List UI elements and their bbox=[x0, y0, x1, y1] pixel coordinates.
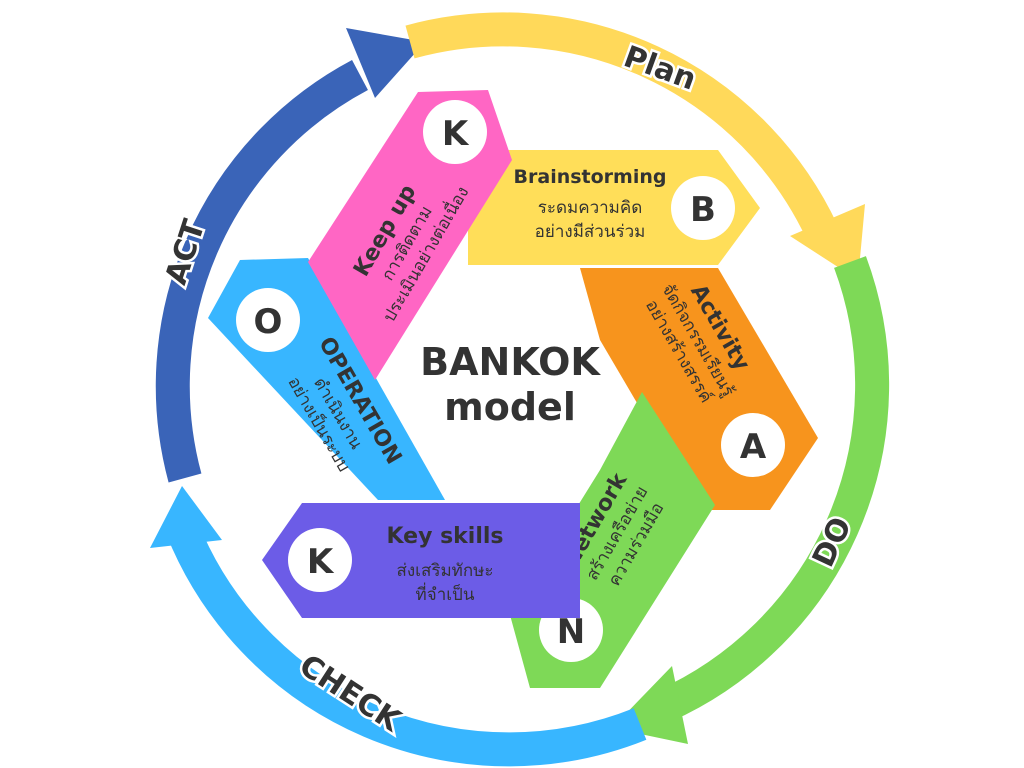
brainstorming-letter: B bbox=[690, 190, 716, 230]
keyskills-desc-2: ที่จำเป็น bbox=[416, 582, 475, 605]
keepup-letter-badge bbox=[423, 100, 487, 164]
check-arrow bbox=[150, 486, 647, 767]
keyskills-desc-1: ส่งเสริมทักษะ bbox=[396, 561, 493, 581]
activity-letter-badge bbox=[721, 413, 785, 477]
keyskills-letter: K bbox=[307, 542, 335, 582]
segment-operation: OPERATION ดำเนินงาน อย่างเป็นระบบ O bbox=[208, 258, 445, 500]
center-title-line1: BANKOK bbox=[420, 340, 601, 384]
keepup-letter: K bbox=[442, 114, 470, 154]
brainstorming-desc-2: อย่างมีส่วนร่วม bbox=[535, 222, 646, 242]
segment-keyskills: Key skills ส่งเสริมทักษะ ที่จำเป็น K bbox=[262, 503, 580, 618]
center-title-line2: model bbox=[444, 385, 576, 429]
activity-letter: A bbox=[740, 427, 767, 467]
network-letter: N bbox=[557, 612, 585, 652]
operation-letter-badge bbox=[236, 288, 300, 352]
brainstorming-letter-badge bbox=[671, 176, 735, 240]
act-arrow bbox=[155, 28, 425, 483]
plan-arrow bbox=[405, 12, 865, 280]
segment-brainstorming: Brainstorming ระดมความคิด อย่างมีส่วนร่ว… bbox=[468, 150, 760, 265]
keyskills-letter-badge bbox=[288, 528, 352, 592]
operation-letter: O bbox=[254, 302, 283, 342]
brainstorming-desc-1: ระดมความคิด bbox=[538, 198, 643, 218]
keyskills-title: Key skills bbox=[386, 524, 503, 549]
brainstorming-title: Brainstorming bbox=[514, 166, 667, 188]
